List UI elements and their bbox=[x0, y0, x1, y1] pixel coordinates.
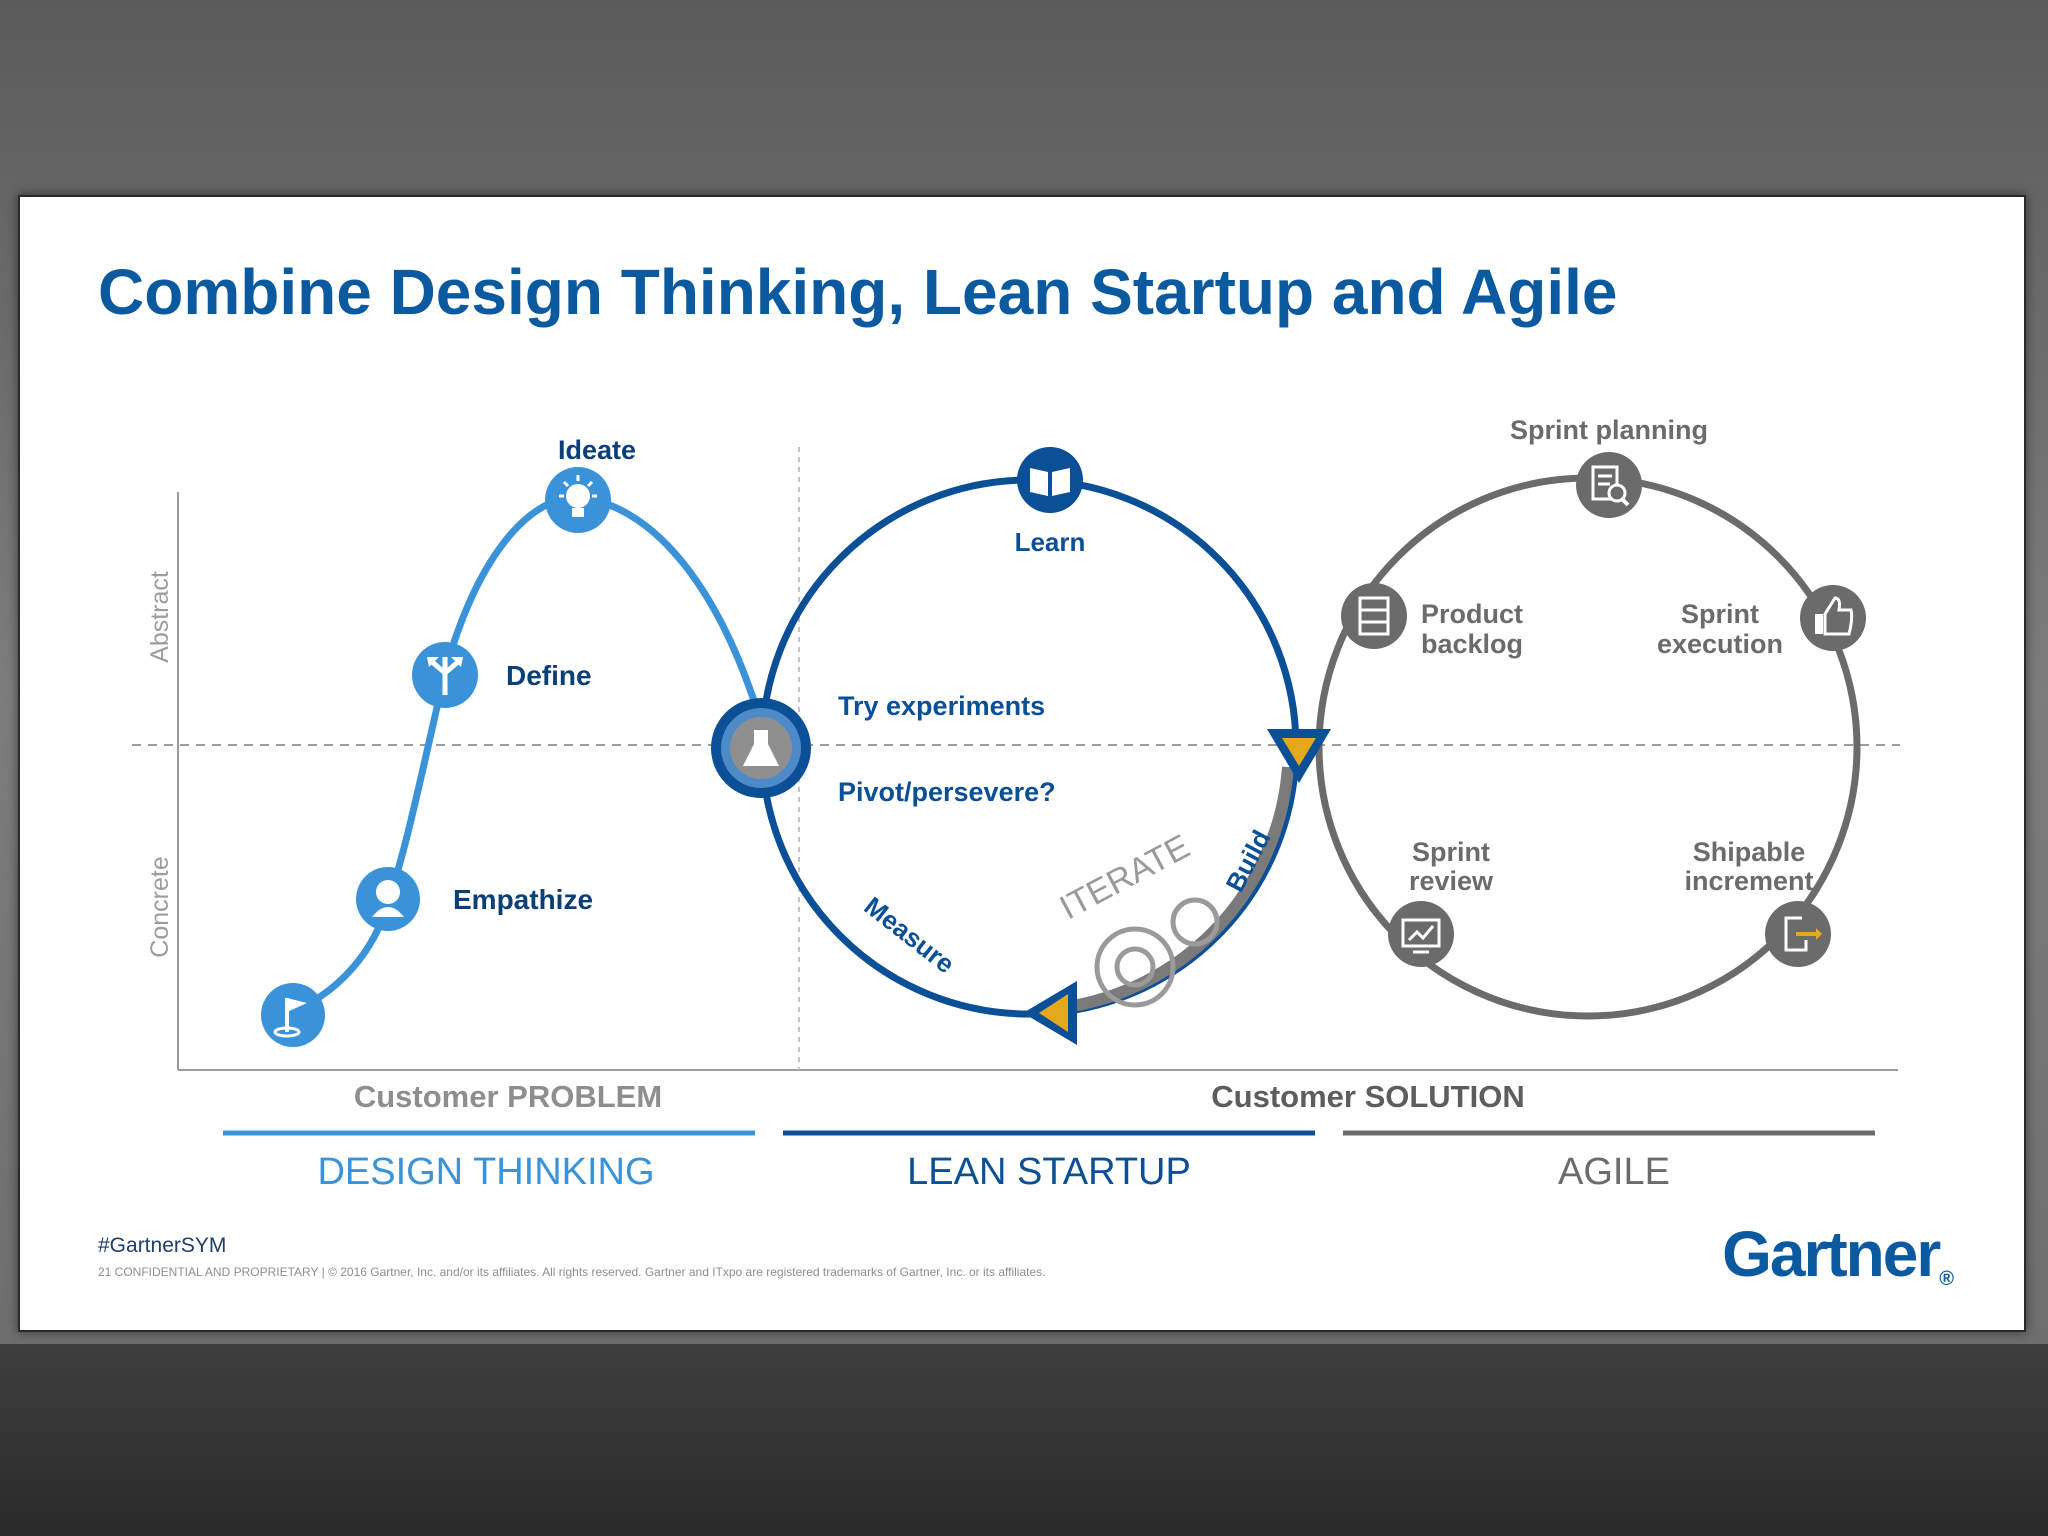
label-sprint-planning: Sprint planning bbox=[1510, 415, 1708, 445]
chart-icon bbox=[1388, 901, 1454, 967]
split-arrows-icon bbox=[412, 642, 478, 708]
gartner-logo: Gartner® bbox=[1722, 1217, 1954, 1291]
label-sprint-execution-1: Sprint bbox=[1681, 599, 1759, 629]
label-learn: Learn bbox=[1015, 527, 1086, 557]
export-icon bbox=[1765, 901, 1831, 967]
thumbs-up-icon bbox=[1800, 585, 1866, 651]
label-shipable-2: increment bbox=[1684, 866, 1813, 896]
label-sprint-execution-2: execution bbox=[1657, 629, 1783, 659]
slide: Combine Design Thinking, Lean Startup an… bbox=[18, 195, 2026, 1332]
label-pivot: Pivot/persevere? bbox=[838, 777, 1056, 807]
axis-label-abstract: Abstract bbox=[146, 571, 174, 663]
slide-title: Combine Design Thinking, Lean Startup an… bbox=[98, 256, 1618, 328]
label-product-backlog-1: Product bbox=[1421, 599, 1523, 629]
method-agile: AGILE bbox=[1558, 1151, 1670, 1193]
label-empathize: Empathize bbox=[453, 884, 593, 915]
logo-mark: ® bbox=[1939, 1268, 1954, 1290]
footer-legal: 21 CONFIDENTIAL AND PROPRIETARY | © 2016… bbox=[98, 1265, 1046, 1279]
label-shipable-1: Shipable bbox=[1693, 837, 1806, 867]
label-define: Define bbox=[506, 660, 592, 691]
axis-label-concrete: Concrete bbox=[146, 856, 174, 957]
label-sprint-review-2: review bbox=[1409, 866, 1494, 896]
label-customer-problem: Customer PROBLEM bbox=[354, 1079, 662, 1114]
method-lean-startup: LEAN STARTUP bbox=[907, 1151, 1191, 1193]
label-sprint-review-1: Sprint bbox=[1412, 837, 1490, 867]
logo-text: Gartner bbox=[1722, 1218, 1941, 1290]
lightbulb-icon bbox=[545, 467, 611, 533]
hashtag: #GartnerSYM bbox=[98, 1234, 227, 1257]
process-diagram: Abstract Concrete bbox=[132, 415, 1900, 1193]
flag-icon bbox=[261, 983, 325, 1047]
measure-arrow bbox=[1023, 981, 1077, 1045]
document-search-icon bbox=[1576, 452, 1642, 518]
list-icon bbox=[1341, 583, 1407, 649]
person-icon bbox=[356, 867, 420, 931]
bottom-band bbox=[0, 1344, 2048, 1536]
gears-icon bbox=[1094, 897, 1220, 1008]
label-product-backlog-2: backlog bbox=[1421, 629, 1523, 659]
design-thinking-curve bbox=[288, 493, 760, 1016]
method-design-thinking: DESIGN THINKING bbox=[317, 1151, 654, 1193]
flask-icon bbox=[711, 698, 811, 798]
label-ideate: Ideate bbox=[558, 435, 636, 465]
book-icon bbox=[1017, 447, 1083, 513]
build-arrow bbox=[1267, 729, 1331, 783]
label-customer-solution: Customer SOLUTION bbox=[1211, 1079, 1524, 1114]
label-try-experiments: Try experiments bbox=[838, 691, 1045, 721]
